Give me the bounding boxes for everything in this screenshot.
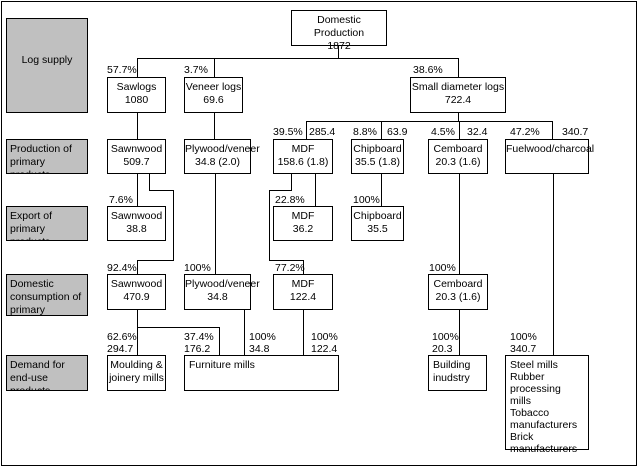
connector-log-bus bbox=[137, 58, 459, 77]
box-prod-fuelwood: Fuelwood/charcoal bbox=[505, 139, 594, 174]
box-exp-chipboard: Chipboard 35.5 bbox=[351, 206, 404, 241]
flow-label: 77.2% bbox=[275, 262, 305, 274]
flow-label: 22.8% bbox=[275, 194, 305, 206]
box-end-other: Steel mills Rubber processing mills Toba… bbox=[505, 355, 589, 455]
box-prod-sawnwood: Sawnwood 509.7 bbox=[107, 139, 166, 174]
row-label-domestic: Domestic consumption of primary products bbox=[6, 274, 88, 316]
flow-label: 340.7 bbox=[562, 126, 589, 138]
flow-label: 100% 20.3 bbox=[432, 331, 459, 355]
flow-label: 100% 34.8 bbox=[249, 331, 276, 355]
flow-label: 100% 340.7 bbox=[510, 331, 537, 355]
flow-label: 100% bbox=[429, 262, 456, 274]
flow-label: 92.4% bbox=[107, 262, 137, 274]
connector-mdf-dom bbox=[269, 173, 304, 274]
flow-label: 4.5% bbox=[431, 126, 455, 138]
box-veneer-logs: Veneer logs 69.6 bbox=[184, 77, 243, 113]
box-prod-chipboard: Chipboard 35.5 (1.8) bbox=[351, 139, 404, 174]
box-dom-sawnwood: Sawnwood 470.9 bbox=[107, 274, 166, 310]
box-exp-sawnwood: Sawnwood 38.8 bbox=[107, 206, 166, 241]
box-dom-plywood: Plywood/veneer 34.8 bbox=[184, 274, 260, 310]
flow-label: 37.4% 176.2 bbox=[184, 331, 214, 355]
row-label-export: Export of primary products bbox=[6, 206, 88, 241]
flow-label: 47.2% bbox=[510, 126, 540, 138]
connector-sawn-furniture bbox=[137, 327, 220, 355]
flow-label: 7.6% bbox=[109, 194, 133, 206]
box-sawlogs: Sawlogs 1080 bbox=[107, 77, 166, 113]
flow-label: 62.6% 294.7 bbox=[107, 331, 137, 355]
flow-label: 100% bbox=[184, 262, 211, 274]
box-prod-mdf: MDF 158.6 (1.8) bbox=[273, 139, 333, 174]
connector-sawn-dom bbox=[137, 173, 174, 274]
flow-label: 57.7% bbox=[107, 64, 137, 76]
flow-label: 100% 122.4 bbox=[311, 331, 338, 355]
box-prod-cemboard: Cemboard 20.3 (1.6) bbox=[428, 139, 488, 174]
box-end-building: Building inudstry bbox=[428, 355, 487, 391]
flow-label: 38.6% bbox=[413, 64, 443, 76]
box-exp-mdf: MDF 36.2 bbox=[273, 206, 333, 241]
box-end-furniture: Furniture mills bbox=[184, 355, 339, 391]
box-domestic-production: Domestic Production 1872 bbox=[291, 10, 387, 52]
flow-label: 8.8% bbox=[353, 126, 377, 138]
flow-label: 3.7% bbox=[184, 64, 208, 76]
row-label-demand: Demand for end-use products bbox=[6, 355, 88, 391]
connector-small-bus-h bbox=[306, 121, 553, 139]
flow-label: 39.5% bbox=[273, 126, 303, 138]
flow-label: 63.9 bbox=[387, 126, 408, 138]
row-label-log-supply: Log supply bbox=[6, 18, 88, 113]
flow-label: 100% bbox=[353, 194, 380, 206]
flow-label: 285.4 bbox=[309, 126, 336, 138]
box-small-diameter-logs: Small diameter logs 722.4 bbox=[410, 77, 506, 113]
box-prod-plywood: Plywood/veneer 34.8 (2.0) bbox=[184, 139, 260, 174]
box-dom-cemboard: Cemboard 20.3 (1.6) bbox=[428, 274, 488, 310]
flow-label: 32.4 bbox=[467, 126, 488, 138]
box-end-moulding: Moulding & joinery mills bbox=[107, 355, 166, 391]
box-dom-mdf: MDF 122.4 bbox=[273, 274, 333, 310]
row-label-production: Production of primary products bbox=[6, 139, 88, 174]
